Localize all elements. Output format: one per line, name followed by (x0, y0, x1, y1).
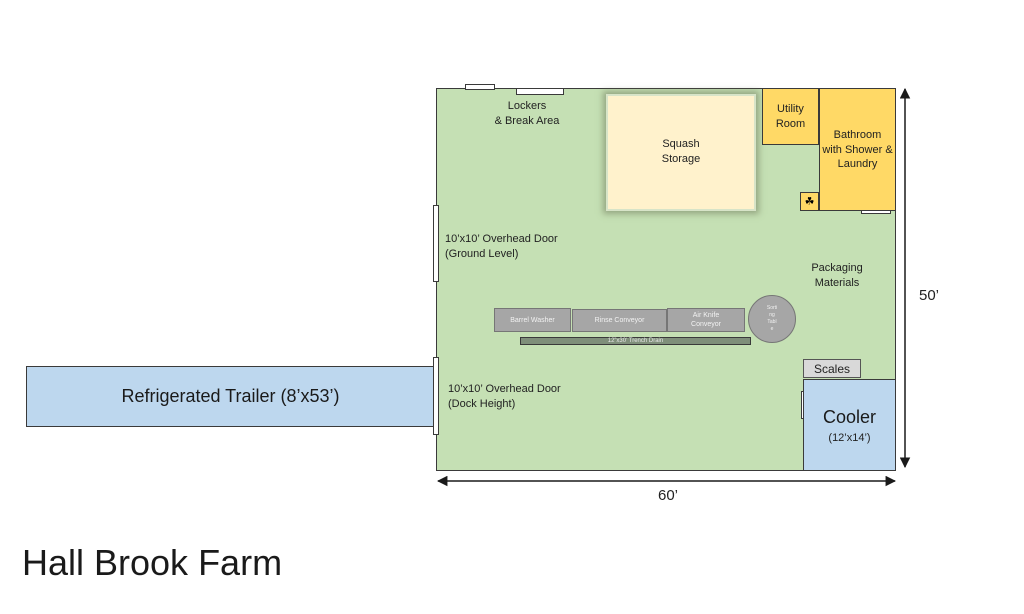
air-knife-label: Air Knife Conveyor (691, 312, 721, 328)
utility-room-label: Utility Room (775, 102, 806, 130)
barrel-washer-label: Barrel Washer (510, 316, 555, 324)
air-knife-conveyor: Air Knife Conveyor (667, 308, 745, 332)
squash-storage (606, 94, 756, 211)
cooler-size-label: (12’x14’) (828, 431, 871, 444)
packaging-label: Packaging Materials (811, 262, 863, 289)
cooler: Cooler (12’x14’) (803, 379, 896, 471)
sorting-table-label: Sorti ng Tabl e (766, 305, 778, 332)
trench-drain: 12”x30’ Trench Drain (520, 337, 751, 345)
sorting-table: Sorti ng Tabl e (748, 295, 796, 343)
height-dimension-label: 50’ (918, 287, 940, 304)
overhead-door-dock (433, 357, 439, 435)
ground-door-label: 10’x10’ Overhead Door (Ground Level) (445, 233, 558, 260)
dock-door-label: 10’x10’ Overhead Door (Dock Height) (448, 383, 561, 410)
sink-icon: ☘ (800, 192, 819, 211)
squash-storage-label: Squash Storage (661, 138, 701, 165)
overhead-door-ground (433, 205, 439, 282)
utility-room: Utility Room (762, 88, 819, 145)
refrigerated-trailer: Refrigerated Trailer (8’x53’) (26, 366, 435, 427)
lockers-label: Lockers & Break Area (494, 100, 560, 127)
bathroom-label: Bathroom with Shower & Laundry (822, 129, 893, 170)
bathroom (819, 88, 896, 211)
rinse-conveyor-label: Rinse Conveyor (594, 317, 645, 324)
scales-label: Scales (813, 361, 851, 376)
rinse-conveyor: Rinse Conveyor (572, 309, 667, 332)
top-door-small (465, 84, 495, 90)
trailer-label: Refrigerated Trailer (8’x53’) (121, 386, 340, 406)
width-dimension-label: 60’ (657, 487, 679, 504)
top-door-lockers (516, 88, 564, 95)
cooler-label: Cooler (822, 406, 877, 427)
scales: Scales (803, 359, 861, 378)
barrel-washer: Barrel Washer (494, 308, 571, 332)
trench-drain-label: 12”x30’ Trench Drain (607, 338, 664, 344)
page-title: Hall Brook Farm (22, 542, 283, 583)
